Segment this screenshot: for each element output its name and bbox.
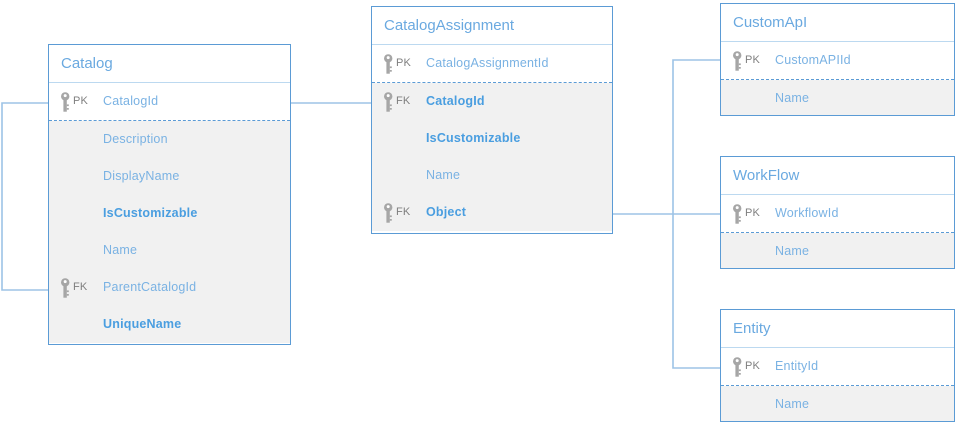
- key-tag-label: PK: [73, 95, 89, 107]
- attribute-name: Name: [103, 243, 138, 257]
- key-icon: [61, 92, 70, 112]
- attribute-row[interactable]: IsCustomizable: [372, 120, 612, 157]
- attribute-section-workflow: Name: [721, 233, 954, 268]
- attribute-section-entity: Name: [721, 386, 954, 421]
- entity-box-entity[interactable]: Entity PK EntityId Name: [720, 309, 955, 422]
- attribute-row[interactable]: PK CatalogAssignmentId: [372, 45, 612, 82]
- attribute-row[interactable]: Description: [49, 121, 290, 158]
- entity-box-workflow[interactable]: WorkFlow PK WorkflowId Name: [720, 156, 955, 269]
- attribute-name: EntityId: [775, 359, 819, 373]
- attribute-row[interactable]: PK WorkflowId: [721, 195, 954, 232]
- primary-key-marker: PK: [57, 83, 101, 120]
- attribute-row[interactable]: PK CustomAPIId: [721, 42, 954, 79]
- attribute-name: IsCustomizable: [103, 206, 198, 220]
- entity-title-workflow: WorkFlow: [721, 157, 954, 195]
- relationship-line: [1, 102, 48, 291]
- key-tag-label: PK: [396, 57, 412, 69]
- attribute-name: Name: [426, 168, 461, 182]
- foreign-key-marker: FK: [57, 269, 101, 306]
- attribute-name: Name: [775, 244, 810, 258]
- attribute-name: CustomAPIId: [775, 53, 851, 67]
- attribute-name: Name: [775, 91, 810, 105]
- primary-key-section-customapi: PK CustomAPIId: [721, 42, 954, 80]
- attribute-name: DisplayName: [103, 169, 180, 183]
- attribute-row[interactable]: DisplayName: [49, 158, 290, 195]
- key-tag-label: FK: [396, 95, 411, 107]
- entity-box-customapi[interactable]: CustomApI PK CustomAPIId Name: [720, 3, 955, 116]
- entity-title-entity: Entity: [721, 310, 954, 348]
- primary-key-section-catalog: PK CatalogId: [49, 83, 290, 121]
- key-icon: [733, 357, 742, 377]
- attribute-name: Name: [775, 397, 810, 411]
- primary-key-section-catalogassignment: PK CatalogAssignmentId: [372, 45, 612, 83]
- attribute-row[interactable]: Name: [721, 233, 954, 268]
- key-icon: [733, 204, 742, 224]
- attribute-name: Description: [103, 132, 168, 146]
- primary-key-marker: PK: [380, 45, 424, 82]
- attribute-row[interactable]: Name: [721, 386, 954, 421]
- relationship-line: [613, 59, 720, 215]
- key-icon: [733, 51, 742, 71]
- key-icon: [384, 54, 393, 74]
- primary-key-marker: PK: [729, 195, 773, 232]
- attribute-section-customapi: Name: [721, 80, 954, 115]
- primary-key-section-workflow: PK WorkflowId: [721, 195, 954, 233]
- key-icon: [61, 278, 70, 298]
- attribute-row[interactable]: PK CatalogId: [49, 83, 290, 120]
- attribute-row[interactable]: FK ParentCatalogId: [49, 269, 290, 306]
- key-tag-label: PK: [745, 54, 761, 66]
- key-icon: [384, 92, 393, 112]
- entity-title-customapi: CustomApI: [721, 4, 954, 42]
- attribute-name: Object: [426, 205, 467, 219]
- attribute-name: ParentCatalogId: [103, 280, 197, 294]
- foreign-key-marker: FK: [380, 83, 424, 120]
- attribute-name: UniqueName: [103, 317, 182, 331]
- attribute-row[interactable]: FK Object: [372, 194, 612, 231]
- attribute-name: CatalogAssignmentId: [426, 56, 549, 70]
- attribute-row[interactable]: Name: [49, 232, 290, 269]
- attribute-name: IsCustomizable: [426, 131, 521, 145]
- relationship-line: [672, 214, 720, 369]
- foreign-key-marker: FK: [380, 194, 424, 231]
- key-icon: [384, 203, 393, 223]
- primary-key-marker: PK: [729, 42, 773, 79]
- primary-key-section-entity: PK EntityId: [721, 348, 954, 386]
- key-tag-label: PK: [745, 207, 761, 219]
- attribute-row[interactable]: Name: [372, 157, 612, 194]
- entity-title-catalogassignment: CatalogAssignment: [372, 7, 612, 45]
- attribute-row[interactable]: UniqueName: [49, 306, 290, 343]
- attribute-row[interactable]: Name: [721, 80, 954, 115]
- attribute-row[interactable]: PK EntityId: [721, 348, 954, 385]
- attribute-row[interactable]: FK CatalogId: [372, 83, 612, 120]
- entity-title-catalog: Catalog: [49, 45, 290, 83]
- attribute-name: CatalogId: [426, 94, 485, 108]
- primary-key-marker: PK: [729, 348, 773, 385]
- attribute-name: CatalogId: [103, 94, 159, 108]
- key-tag-label: FK: [396, 206, 411, 218]
- attribute-row[interactable]: IsCustomizable: [49, 195, 290, 232]
- key-tag-label: PK: [745, 360, 761, 372]
- key-tag-label: FK: [73, 281, 88, 293]
- attribute-name: WorkflowId: [775, 206, 839, 220]
